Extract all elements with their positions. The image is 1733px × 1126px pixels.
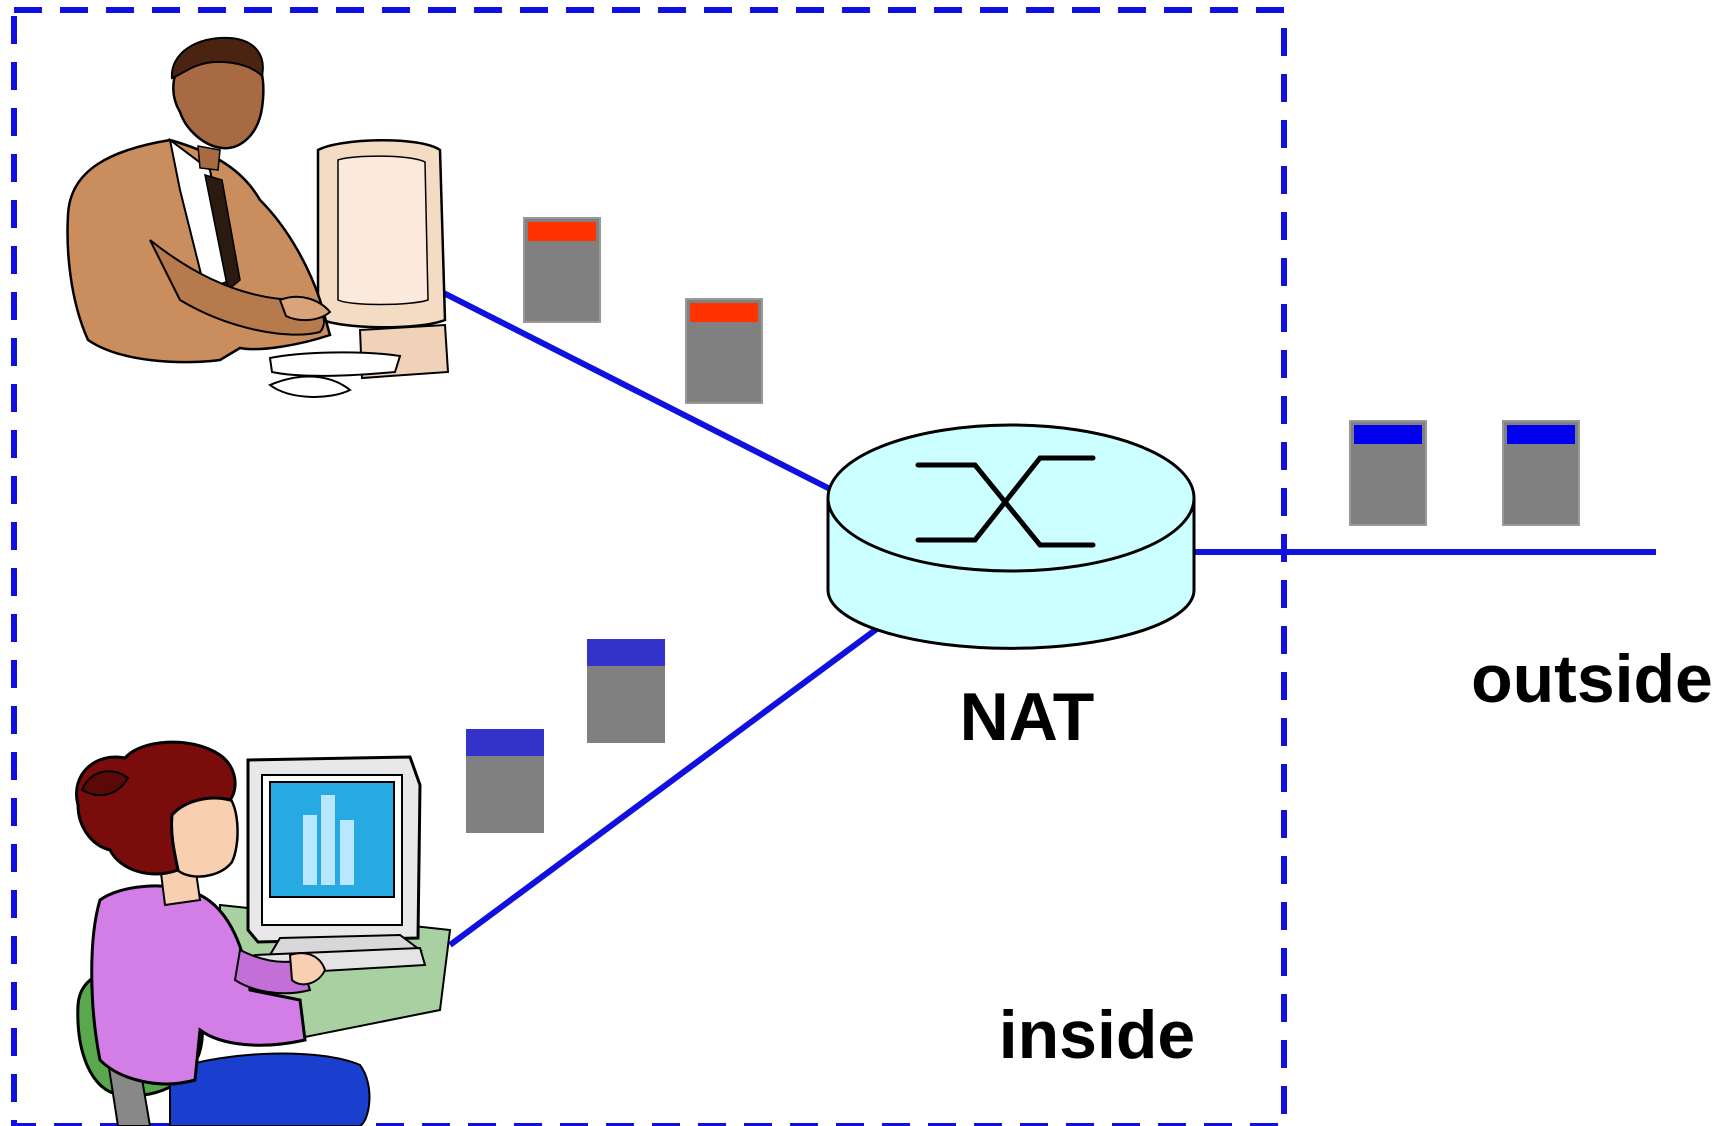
packet-icon xyxy=(587,639,665,743)
packet-icon xyxy=(523,217,601,323)
packet-icon xyxy=(685,298,763,404)
inside-network-boundary xyxy=(11,7,1287,1126)
inside-label: inside xyxy=(999,997,1196,1073)
packet-icon xyxy=(1349,420,1427,526)
link-top-host-to-nat xyxy=(416,277,834,493)
nat-label: NAT xyxy=(960,679,1095,755)
outside-label: outside xyxy=(1471,641,1713,717)
packet-icon xyxy=(466,729,544,833)
packet-icon xyxy=(1502,420,1580,526)
woman-at-computer-icon xyxy=(75,740,452,1126)
man-at-computer-icon xyxy=(66,36,450,398)
link-bottom-host-to-nat xyxy=(448,625,880,948)
nat-router-icon xyxy=(826,423,1196,650)
